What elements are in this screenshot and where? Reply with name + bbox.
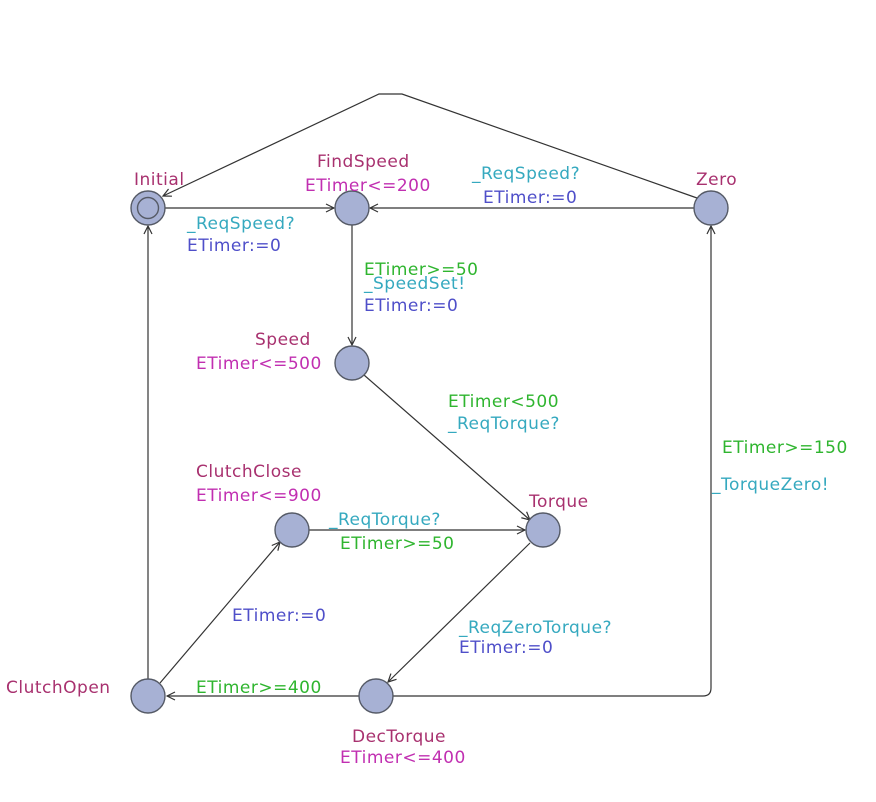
edge-label-initial-findspeed-assign: ETimer:=0 [187, 236, 282, 256]
edge-label-dectorque-zero-sync: _TorqueZero! [712, 475, 830, 495]
location-name-torque: Torque [529, 492, 589, 512]
edge-torque-dectorque [388, 542, 531, 682]
invariant-speed: ETimer<=500 [196, 354, 322, 374]
edge-label-zero-findspeed-sync: _ReqSpeed? [472, 164, 581, 184]
edge-dectorque-zero [392, 226, 711, 697]
location-initial-inner-ring [136, 196, 160, 220]
location-name-zero: Zero [696, 170, 738, 190]
location-name-initial: Initial [134, 170, 185, 190]
location-zero[interactable] [693, 190, 729, 226]
edge-label-torque-dectorque-sync: _ReqZeroTorque? [459, 618, 613, 638]
edge-speed-torque [363, 374, 530, 520]
location-clutchopen[interactable] [130, 678, 166, 714]
edge-label-clutchclose-torque-sync: _ReqTorque? [329, 510, 441, 530]
edge-label-torque-dectorque-assign: ETimer:=0 [459, 638, 554, 658]
location-name-dectorque: DecTorque [352, 727, 447, 747]
invariant-findspeed: ETimer<=200 [305, 176, 431, 196]
edge-label-findspeed-speed-assign: ETimer:=0 [364, 296, 459, 316]
location-name-clutchopen: ClutchOpen [6, 678, 111, 698]
location-name-clutchclose: ClutchClose [196, 462, 302, 482]
location-initial[interactable] [130, 190, 166, 226]
edge-label-findspeed-speed-guard: ETimer>=50 [364, 260, 479, 280]
location-speed[interactable] [334, 345, 370, 381]
edge-label-findspeed-speed-sync: _SpeedSet! [364, 274, 466, 294]
location-dectorque[interactable] [358, 678, 394, 714]
location-clutchclose[interactable] [274, 512, 310, 548]
invariant-clutchclose: ETimer<=900 [196, 486, 322, 506]
edge-clutchopen-clutchclose [159, 542, 280, 684]
edge-label-dectorque-zero-guard: ETimer>=150 [722, 438, 848, 458]
edge-label-zero-findspeed-assign: ETimer:=0 [483, 188, 578, 208]
edge-zero-initial [163, 93, 698, 199]
edge-label-clutchclose-torque-guard: ETimer>=50 [340, 534, 455, 554]
location-name-findspeed: FindSpeed [317, 152, 410, 172]
edge-label-dectorque-clutchopen-guard: ETimer>=400 [196, 678, 322, 698]
edge-label-initial-findspeed-sync: _ReqSpeed? [187, 214, 296, 234]
location-name-speed: Speed [255, 330, 311, 350]
edge-label-speed-torque-sync: _ReqTorque? [448, 414, 560, 434]
location-torque[interactable] [525, 512, 561, 548]
invariant-dectorque: ETimer<=400 [340, 748, 466, 768]
edge-label-speed-torque-guard: ETimer<500 [448, 392, 560, 412]
location-findspeed[interactable] [334, 190, 370, 226]
edge-label-clutchopen-clutchclose-assign: ETimer:=0 [232, 606, 327, 626]
